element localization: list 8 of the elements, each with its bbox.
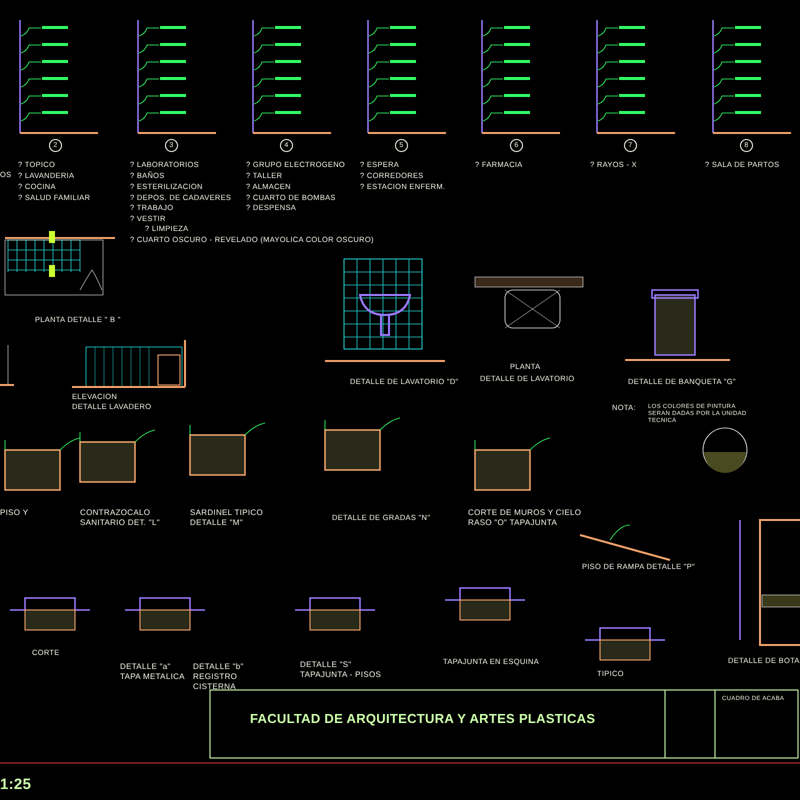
- drawing-caption: DETALLE "S" TAPAJUNTA - PISOS: [300, 660, 382, 680]
- drawing-caption: DETALLE "b" REGISTRO CISTERNA: [193, 662, 245, 692]
- drawing-caption: PISO Y: [0, 508, 28, 518]
- drawing-caption: SARDINEL TIPICO DETALLE "M": [190, 508, 264, 528]
- scale-label: 1:25: [0, 776, 32, 793]
- drawing-caption: CORTE DE MUROS Y CIELO RASO "O" TAPAJUNTA: [468, 508, 582, 528]
- drawing-caption: DETALLE "a" TAPA METALICA: [120, 662, 186, 682]
- title-text: FACULTAD DE ARQUITECTURA Y ARTES PLASTICAS: [250, 714, 596, 723]
